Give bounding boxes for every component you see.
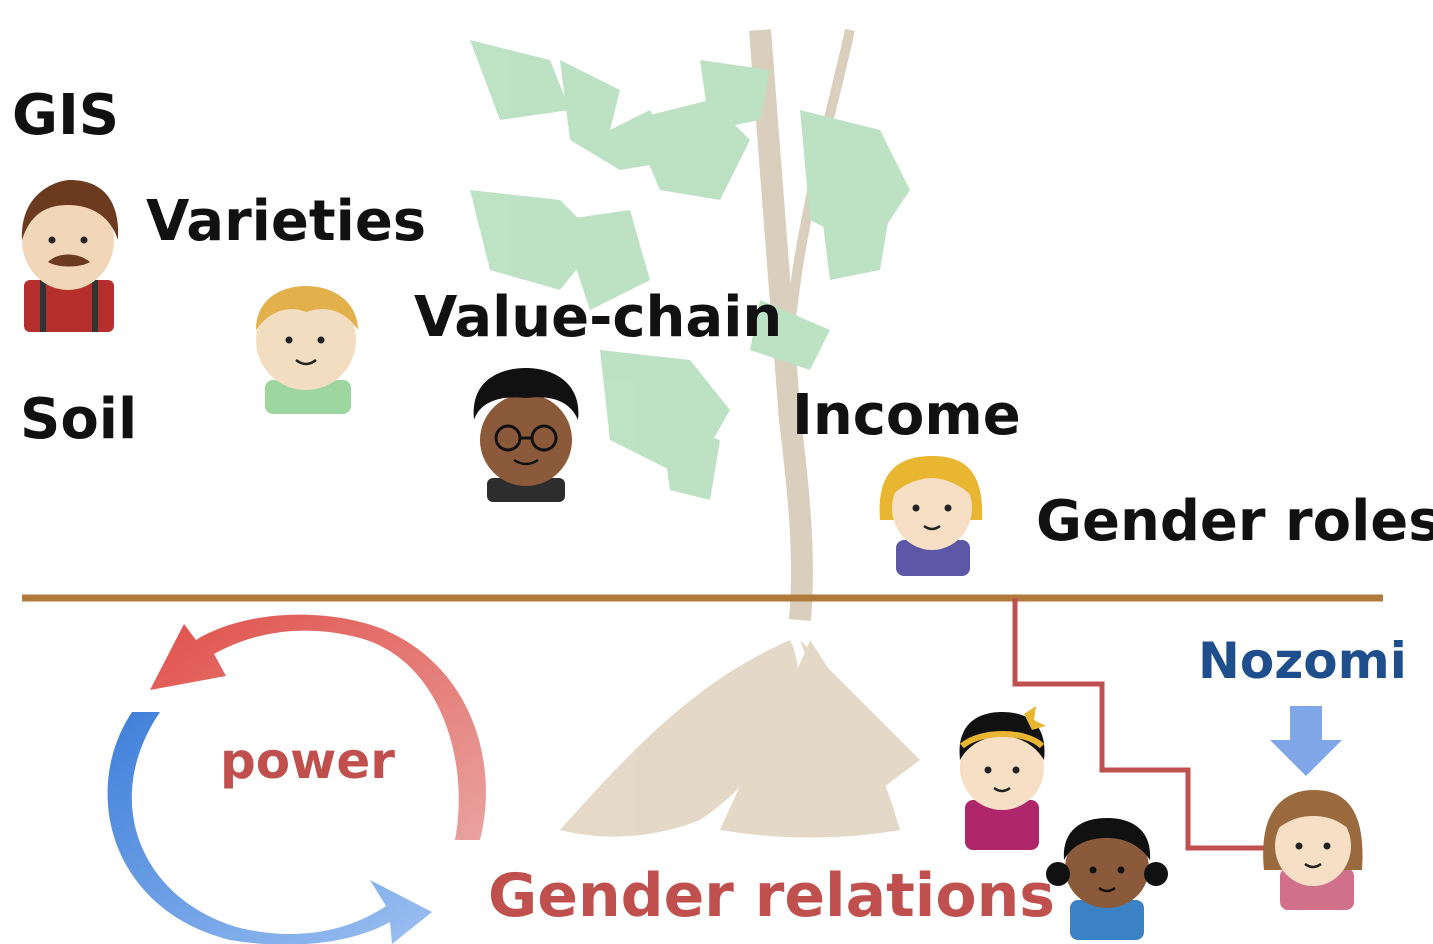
blond-woman-icon [879,456,983,576]
soil-label: Soil [20,387,138,452]
power-label: power [220,732,395,790]
gender-roles-label: Gender roles [1036,489,1433,554]
gis-label: GIS [12,83,120,148]
curly-hair-man-icon [473,368,579,502]
cycle-arrows-icon [107,614,486,944]
nozomi-woman-icon [1263,790,1363,910]
cassava-plant-icon [470,28,920,838]
down-arrow-icon [1270,706,1342,776]
girl-with-bow-icon [959,706,1046,850]
farmer-man-icon [21,180,119,332]
income-label: Income [792,383,1021,448]
step-line [1012,598,1268,851]
dark-girl-icon [1046,818,1168,940]
gender-relations-label: Gender relations [488,861,1056,931]
blond-boy-icon [256,286,358,414]
value-chain-label: Value-chain [414,285,783,350]
nozomi-label: Nozomi [1198,632,1407,690]
varieties-label: Varieties [146,189,427,254]
